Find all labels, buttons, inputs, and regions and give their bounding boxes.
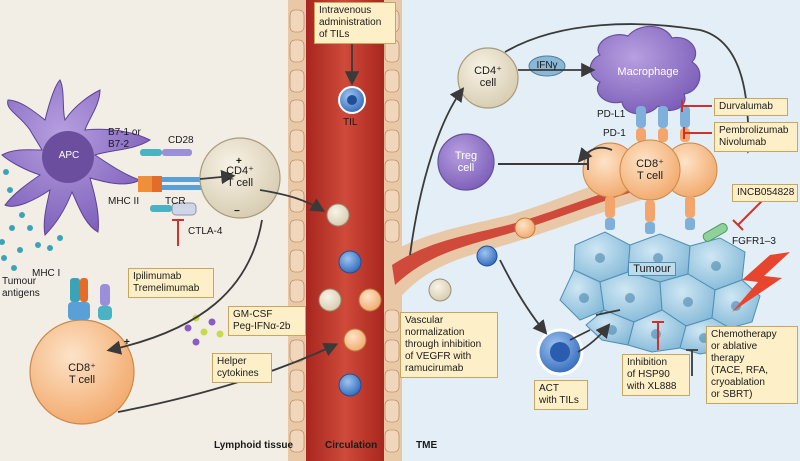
circulating-cell bbox=[514, 217, 536, 239]
minus-sign-cd4: − bbox=[234, 206, 240, 217]
helper-cytokines-box: Helper cytokines bbox=[212, 353, 272, 383]
ifn-gamma-blob bbox=[528, 55, 566, 77]
mhc2-label: MHC II bbox=[108, 196, 140, 207]
apc-label: APC bbox=[58, 150, 80, 161]
tumour-antigen-dots bbox=[0, 169, 63, 271]
tcr-label: TCR bbox=[165, 196, 186, 207]
incb054828-box: INCB054828 bbox=[732, 184, 798, 202]
circulating-cell bbox=[326, 203, 350, 227]
fgfr-label: FGFR1–3 bbox=[732, 236, 776, 247]
vascular-normalization-box: Vascular normalization through inhibitio… bbox=[400, 312, 498, 378]
cd8-tme-label: CD8⁺ T cell bbox=[636, 158, 664, 182]
apc-cell bbox=[1, 79, 151, 237]
durvalumab-box: Durvalumab bbox=[714, 98, 788, 116]
hsp90-box: Inhibition of HSP90 with XL888 bbox=[622, 354, 690, 396]
region-label-tme: TME bbox=[416, 440, 438, 451]
cd28-label: CD28 bbox=[168, 135, 194, 146]
circulating-cell bbox=[358, 288, 382, 312]
circulating-cell bbox=[476, 245, 498, 267]
pembrolizumab-box: Pembrolizumab Nivolumab bbox=[714, 122, 798, 152]
pd1-label: PD-1 bbox=[603, 128, 626, 139]
tumour-label: Tumour bbox=[628, 262, 676, 276]
circulating-cell bbox=[338, 373, 362, 397]
pdl1-label: PD-L1 bbox=[597, 109, 626, 120]
tumour-antigens-label: Tumour antigens bbox=[2, 276, 40, 299]
act-tils-box: ACT with TILs bbox=[534, 380, 588, 410]
cd4-tcell-lymphoid bbox=[199, 137, 281, 219]
circulating-cell bbox=[343, 328, 367, 352]
mhc1-receptor bbox=[68, 278, 90, 320]
ctla4-receptor bbox=[150, 202, 197, 216]
pdl1-pd1-pairs bbox=[636, 106, 690, 142]
ablation-lightning-icon bbox=[732, 252, 790, 312]
costim-receptor-cd8 bbox=[98, 284, 112, 320]
ifn-gamma-label: IFNγ bbox=[536, 60, 558, 71]
region-label-circulation: Circulation bbox=[325, 440, 378, 451]
cd8-lymph-label: CD8⁺ T cell bbox=[68, 362, 96, 386]
mhc2-tcr-receptor bbox=[138, 176, 202, 192]
plus-sign-cd4: + bbox=[236, 156, 242, 167]
macrophage-cell bbox=[589, 25, 701, 115]
macrophage-label: Macrophage bbox=[617, 66, 679, 78]
gmcsf-box: GM-CSF Peg-IFNα-2b bbox=[228, 306, 306, 336]
fgfr-receptor bbox=[702, 223, 728, 242]
ctla4-label: CTLA-4 bbox=[188, 226, 223, 237]
til-label: TIL bbox=[343, 117, 358, 128]
treg-label: Treg cell bbox=[454, 150, 478, 174]
circulating-cell bbox=[338, 250, 362, 274]
b7-cd28-receptor bbox=[140, 149, 192, 156]
b7-label: B7-1 or B7-2 bbox=[108, 127, 141, 150]
cd4-lymph-label: CD4⁺ T cell bbox=[226, 165, 254, 189]
iv-til-box: Intravenous administration of TILs bbox=[314, 2, 396, 44]
region-label-lymphoid: Lymphoid tissue bbox=[214, 440, 294, 451]
circulating-cell bbox=[318, 288, 342, 312]
circulating-cell bbox=[428, 278, 452, 302]
chemotherapy-box: Chemotherapy or ablative therapy (TACE, … bbox=[706, 326, 798, 404]
ipilimumab-box: Ipilimumab Tremelimumab bbox=[128, 268, 214, 298]
inhibition-bars bbox=[172, 100, 764, 350]
arrows bbox=[106, 23, 756, 413]
cd4-cell-tme bbox=[457, 47, 519, 109]
cd4-tme-label: CD4⁺ cell bbox=[474, 65, 502, 89]
treg-cell bbox=[437, 133, 495, 191]
inhibition-bars-dark bbox=[569, 309, 698, 376]
mhc1-label: MHC I bbox=[32, 268, 61, 279]
tcell-tumour-receptors bbox=[605, 196, 695, 234]
vessel-wall-cells bbox=[289, 9, 400, 453]
cd8-tcell-cluster bbox=[582, 139, 718, 201]
plus-sign-cd8: + bbox=[124, 337, 130, 348]
